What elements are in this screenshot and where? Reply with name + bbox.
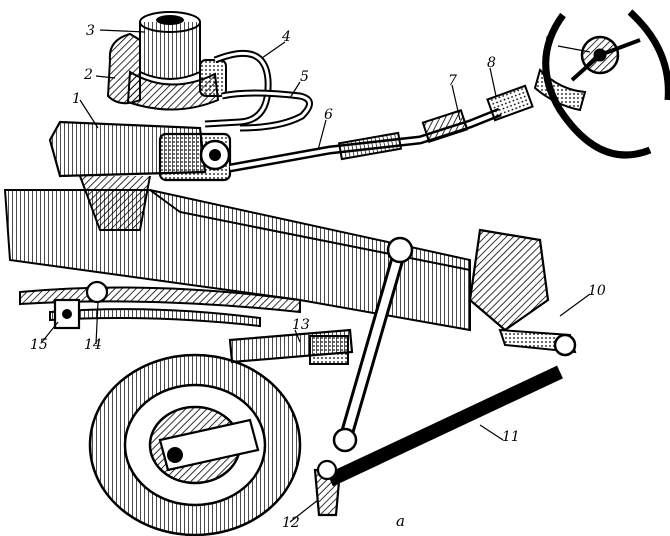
callout-1: 1 — [72, 91, 81, 107]
callout-4: 4 — [282, 29, 291, 45]
callout-7: 7 — [448, 73, 457, 89]
power-cylinder — [228, 328, 354, 365]
ball-joint — [313, 459, 342, 517]
callout-15: 15 — [30, 337, 48, 353]
callout-10: 10 — [588, 283, 606, 299]
radiator-frame — [3, 189, 471, 332]
oil-pump — [106, 32, 227, 111]
brake-drum — [88, 353, 302, 536]
callout-9: 9 — [545, 33, 554, 49]
steering-wheel — [533, 9, 670, 159]
tie-rod — [327, 365, 563, 487]
return-hose — [221, 89, 313, 132]
leader-lines — [41, 29, 591, 523]
drag-link — [332, 236, 414, 453]
figure-caption: a — [396, 512, 405, 530]
callout-11: 11 — [502, 429, 520, 445]
callout-3: 3 — [86, 23, 95, 39]
pressure-hose — [204, 49, 272, 128]
callout-6: 6 — [324, 107, 333, 123]
steering-arm — [468, 228, 577, 357]
callout-5: 5 — [300, 69, 309, 85]
callout-14: 14 — [84, 337, 102, 353]
oil-reservoir — [139, 11, 201, 80]
callout-13: 13 — [292, 317, 310, 333]
callout-2: 2 — [84, 67, 93, 83]
spring-shackle — [53, 280, 109, 330]
steering-column-shaft — [229, 84, 534, 173]
callout-12: 12 — [282, 515, 300, 531]
callout-8: 8 — [487, 55, 496, 71]
